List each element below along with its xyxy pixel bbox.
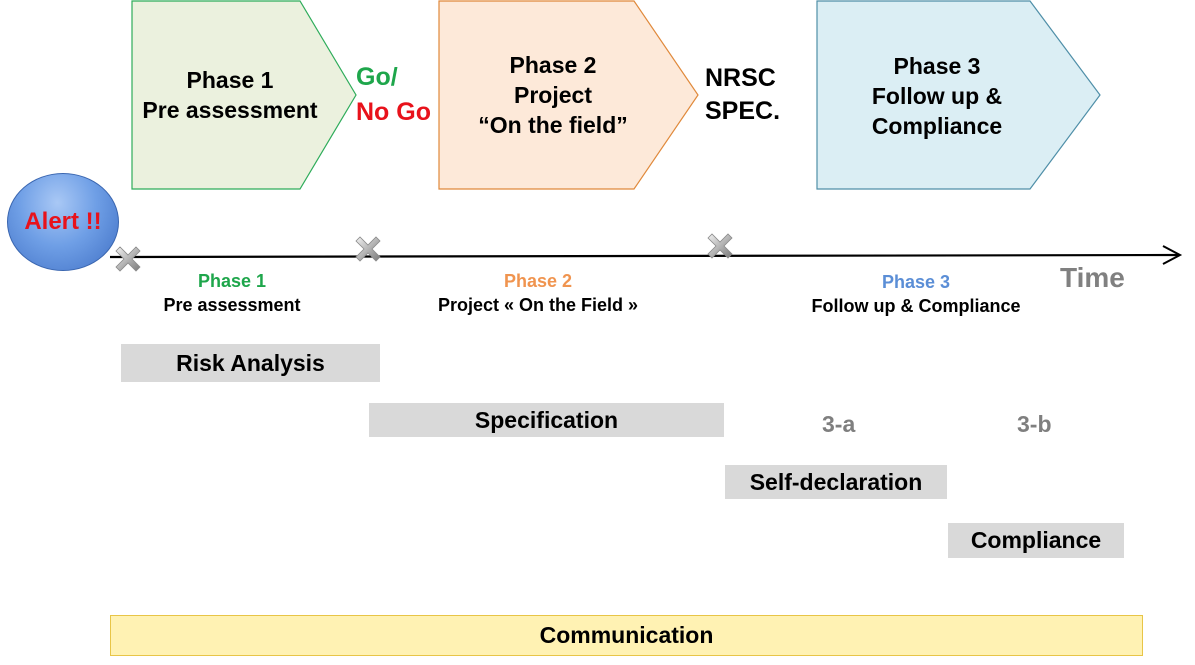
subphase-3b: 3-b [1017, 411, 1052, 437]
alert-label: Alert !! [24, 208, 102, 235]
timeline-phase2-desc: Project « On the Field » [437, 295, 639, 315]
activity-compliance: Compliance [948, 523, 1124, 558]
phase1-chevron-text: Phase 1 Pre assessment [142, 67, 318, 123]
subphase-3a: 3-a [822, 411, 856, 437]
phase2-chevron [438, 0, 699, 190]
phase3-chevron-text: Phase 3 Follow up & Compliance [871, 53, 1003, 139]
timeline-phase2-title: Phase 2 [503, 271, 573, 291]
timeline-phase1: Phase 1 Pre assessment [132, 270, 332, 318]
timeline-phase3: Phase 3 Follow up & Compliance [776, 271, 1056, 319]
phase1-chevron [131, 0, 357, 190]
nrsc-label: NRSC [705, 64, 776, 92]
go-label: Go/ [356, 63, 398, 91]
timeline-phase3-title: Phase 3 [881, 272, 951, 292]
timeline-axis [109, 253, 1179, 259]
milestone-x-icon [355, 236, 381, 262]
spec-label: SPEC. [705, 97, 781, 125]
timeline-phase2: Phase 2 Project « On the Field » [398, 270, 678, 318]
activity-self-declaration: Self-declaration [725, 465, 947, 499]
timeline-phase1-title: Phase 1 [197, 271, 267, 291]
time-axis-label: Time [1060, 262, 1125, 293]
activity-risk-analysis: Risk Analysis [121, 344, 380, 382]
activity-specification: Specification [369, 403, 724, 437]
alert-bubble: Alert !! [7, 173, 119, 271]
milestone-x-icon [115, 246, 141, 272]
milestone-x-icon [707, 233, 733, 259]
timeline-arrowhead [1162, 245, 1183, 265]
no-go-label: No Go [356, 98, 431, 126]
timeline-phase1-desc: Pre assessment [163, 295, 301, 315]
phase2-chevron-text: Phase 2 Project “On the field” [478, 52, 628, 138]
communication-bar: Communication [110, 615, 1143, 656]
timeline-phase3-desc: Follow up & Compliance [811, 296, 1021, 316]
phase3-chevron [816, 0, 1101, 190]
